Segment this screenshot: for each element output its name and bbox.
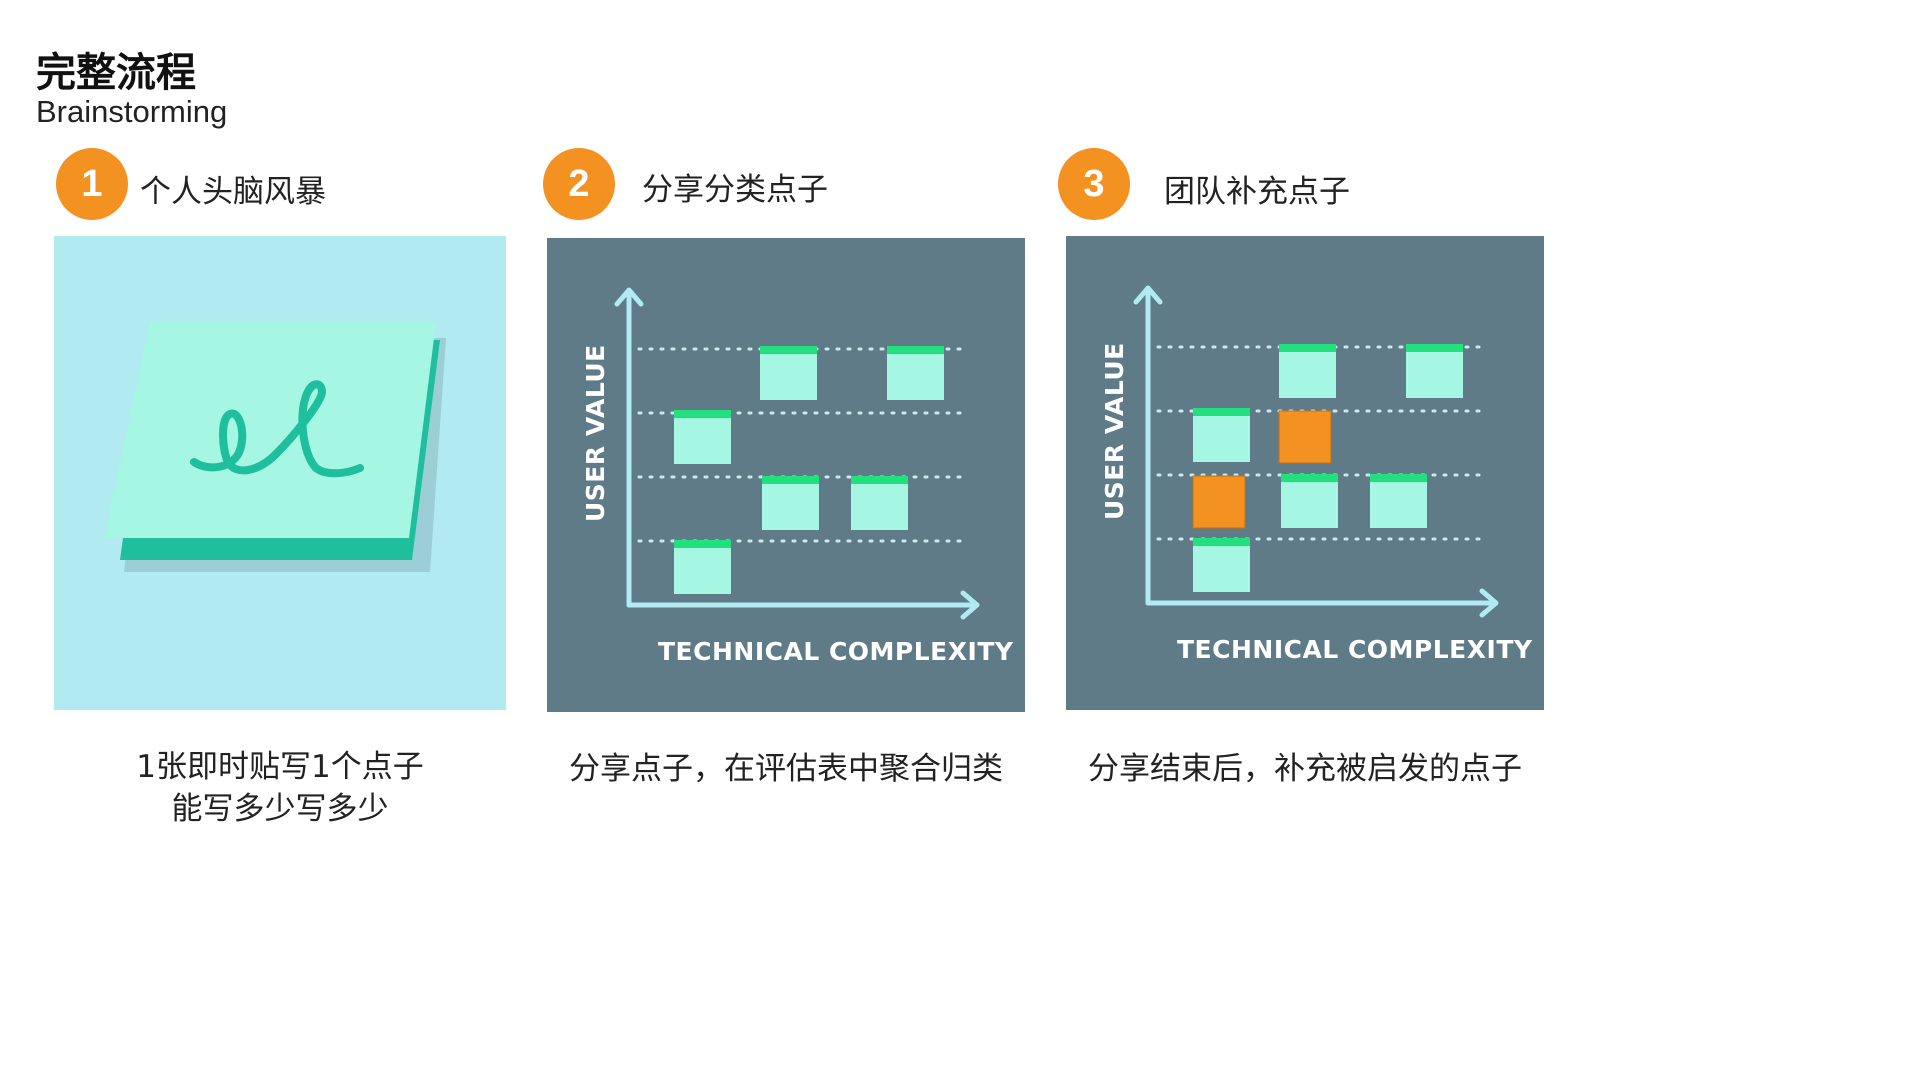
idea-note (762, 476, 819, 530)
step-3-badge: 3 (1058, 148, 1130, 220)
idea-note (1281, 474, 1338, 528)
sticky-note-panel (54, 236, 506, 710)
sticky-note-icon (104, 322, 446, 572)
idea-note (1370, 474, 1427, 528)
idea-note (674, 410, 731, 464)
slide: 完整流程 Brainstorming 1 个人头脑风暴 2 分享分类点子 3 团… (36, 50, 1550, 830)
idea-note (1193, 538, 1250, 592)
page-title: 完整流程 (36, 50, 196, 96)
x-axis-label: TECHNICAL COMPLEXITY (658, 637, 1014, 666)
new-idea-note (1192, 475, 1246, 529)
step-2-label: 分享分类点子 (642, 172, 828, 208)
new-idea-note (1278, 410, 1332, 464)
caption-line: 1张即时贴写1个点子 (136, 749, 424, 785)
priority-matrix: USER VALUE TECHNICAL COMPLEXITY (1100, 285, 1533, 664)
matrix-panel-team: USER VALUE TECHNICAL COMPLEXITY (1066, 236, 1544, 710)
idea-note (851, 476, 908, 530)
step-1-badge: 1 (56, 148, 128, 220)
caption-line: 能写多少写多少 (171, 791, 389, 827)
idea-notes (1192, 344, 1463, 592)
step-3-label: 团队补充点子 (1164, 174, 1350, 210)
idea-note (1406, 344, 1463, 398)
x-axis-label: TECHNICAL COMPLEXITY (1177, 635, 1533, 664)
y-axis-label: USER VALUE (1100, 342, 1129, 520)
idea-note (1279, 344, 1336, 398)
step-3-caption: 分享结束后，补充被启发的点子 (1060, 748, 1550, 790)
caption-line: 分享结束后，补充被启发的点子 (1088, 751, 1522, 787)
step-1-caption: 1张即时贴写1个点子 能写多少写多少 (54, 746, 506, 830)
step-1-label: 个人头脑风暴 (140, 174, 326, 210)
idea-notes (674, 346, 944, 594)
y-axis-label: USER VALUE (581, 344, 610, 522)
step-2-caption: 分享点子，在评估表中聚合归类 (540, 748, 1032, 790)
caption-line: 分享点子，在评估表中聚合归类 (569, 751, 1003, 787)
idea-note (1193, 408, 1250, 462)
page-subtitle: Brainstorming (36, 94, 228, 129)
idea-note (760, 346, 817, 400)
step-2-badge: 2 (543, 148, 615, 220)
idea-note (887, 346, 944, 400)
matrix-panel-share: USER VALUE TECHNICAL COMPLEXITY (547, 238, 1025, 712)
priority-matrix: USER VALUE TECHNICAL COMPLEXITY (581, 287, 1014, 666)
idea-note (674, 540, 731, 594)
